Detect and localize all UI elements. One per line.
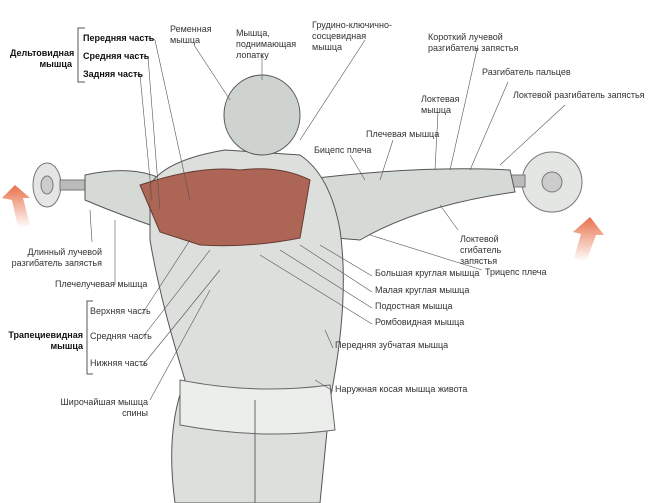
label-extensor-digitorum: Разгибатель пальцев [482,67,571,77]
label-teres-minor: Малая круглая мышца [375,285,470,295]
label-anconeus: Локтевая мышца [421,94,460,115]
dumbbell-right [504,151,583,213]
label-trapezius-upper: Верхняя часть [90,306,151,316]
label-sternocleidomastoid: Грудино-ключично-сосцевидная мышца [312,20,392,52]
label-fcu: Локтевой сгибатель запястья [460,234,502,266]
label-levator-scapulae: Мышца, поднимающая лопатку [236,28,297,60]
label-triceps: Трицепс плеча [485,267,547,277]
label-splenius: Ременная мышца [170,24,212,45]
label-deltoid-anterior: Передняя часть [83,33,155,43]
label-deltoid: Дельтовидная мышца [10,48,75,69]
label-brachioradialis: Плечелучевая мышца [55,279,148,289]
label-ecrl: Длинный лучевой разгибатель запястья [11,247,102,268]
arrow-up-right-icon [573,217,604,262]
label-serratus-anterior: Передняя зубчатая мышца [335,340,449,350]
label-biceps: Бицепс плеча [314,145,372,155]
label-external-oblique: Наружная косая мышца живота [335,384,468,394]
label-deltoid-posterior: Задняя часть [83,69,143,79]
label-teres-major: Большая круглая мышца [375,268,480,278]
label-latissimus: Широчайшая мышца спины [60,397,148,418]
arrow-up-left-icon [2,185,30,228]
label-trapezius-lower: Нижняя часть [90,358,148,368]
label-rhomboid: Ромбовидная мышца [375,317,465,327]
label-trapezius: Трапециевидная мышца [8,330,83,351]
dumbbell-left [32,162,91,208]
label-brachialis: Плечевая мышца [366,129,440,139]
label-trapezius-middle: Средняя часть [90,331,152,341]
label-ecrb: Короткий лучевой разгибатель запястья [428,32,519,53]
label-ecu: Локтевой разгибатель запястья [513,90,645,100]
label-deltoid-middle: Средняя часть [83,51,150,61]
label-infraspinatus: Подостная мышца [375,301,453,311]
